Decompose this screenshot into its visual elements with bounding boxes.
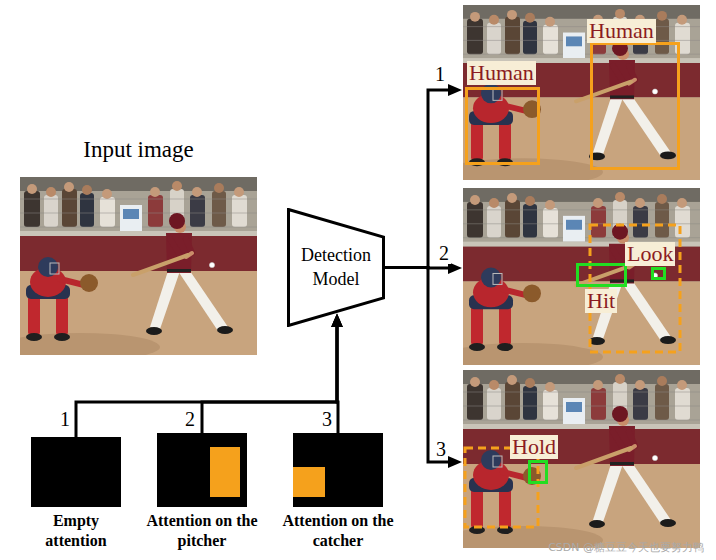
detection-model: Detection Model — [287, 208, 385, 327]
output-panel: HumanHuman — [463, 5, 700, 180]
box-label: Hit — [585, 289, 617, 313]
output-panel: LookHit — [463, 188, 700, 365]
watermark: CSDN @糖豆豆今天也要努力鸭 — [548, 541, 704, 555]
output-photo — [443, 188, 700, 371]
callout-number: 1 — [58, 408, 72, 430]
output-panel: Hold — [463, 370, 700, 548]
box-label: Look — [625, 242, 675, 266]
callout-number: 1 — [433, 63, 447, 85]
detection-box: Hit — [576, 263, 627, 287]
input-photo — [0, 177, 257, 361]
connector-arrow — [382, 90, 450, 268]
attention-box: Empty attention — [31, 437, 121, 507]
attention-box: Attention on the pitcher — [157, 433, 247, 507]
detection-box: Human — [590, 42, 680, 170]
box-label: Hold — [510, 435, 558, 459]
detection-box: Human — [465, 87, 540, 165]
trapezoid-outline — [287, 208, 385, 327]
output-photo — [443, 5, 700, 186]
connector-arrow — [337, 325, 338, 433]
attention-caption: Attention on the catcher — [276, 511, 400, 551]
box-label: Human — [587, 19, 656, 43]
attention-region — [293, 467, 325, 497]
box-label: Human — [467, 61, 536, 85]
callout-number: 3 — [320, 408, 334, 430]
connector-arrow — [76, 325, 337, 437]
detection-box: Hold — [528, 460, 548, 484]
attention-box: Attention on the catcher — [293, 433, 383, 507]
attention-region — [210, 447, 240, 497]
image-heading: Input image — [20, 137, 257, 163]
callout-number: 2 — [183, 408, 197, 430]
input-image: Input image — [20, 177, 257, 355]
attention-caption: Attention on the pitcher — [140, 511, 264, 551]
attention-map — [31, 437, 121, 507]
connector-arrow — [382, 268, 450, 463]
attention-map — [157, 433, 247, 507]
model-label: Detection Model — [294, 243, 378, 291]
attention-map — [293, 433, 383, 507]
callout-number: 3 — [434, 438, 448, 460]
connector-arrow — [202, 325, 337, 433]
detection-box: Look — [651, 267, 666, 280]
output-photo — [443, 370, 700, 554]
attention-caption: Empty attention — [28, 511, 124, 551]
callout-number: 2 — [437, 242, 451, 264]
